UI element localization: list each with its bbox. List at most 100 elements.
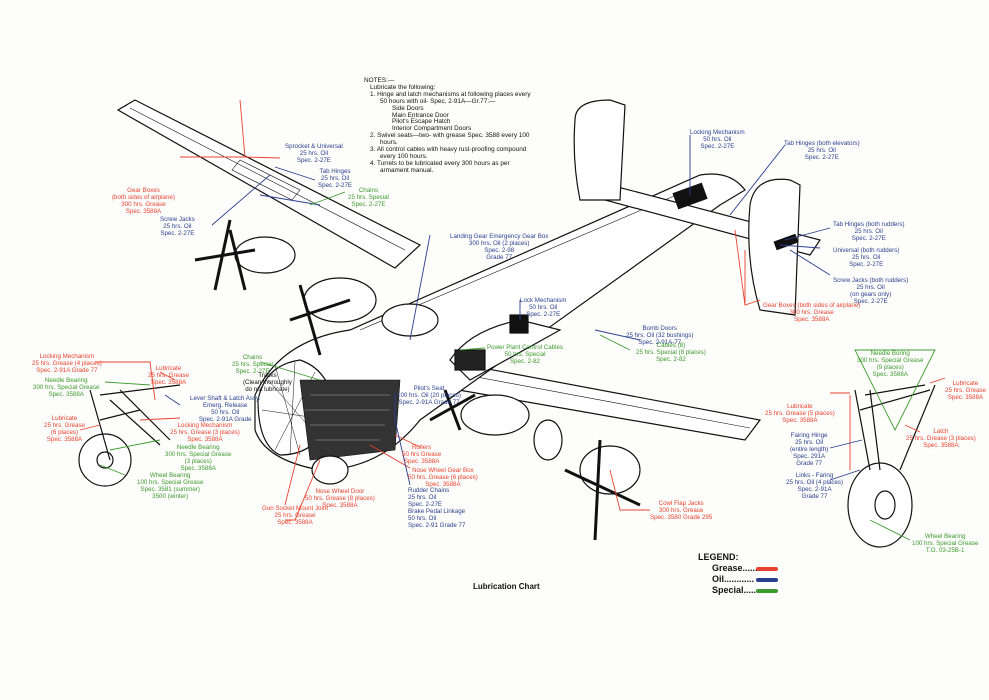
callout-line: Spec. 3588A <box>46 436 83 443</box>
callout-line: Rudder Chains <box>408 487 450 494</box>
callout-line: Gun Socket Mount Joint <box>262 505 329 512</box>
callout-line: 25 hrs. Oil <box>852 254 881 261</box>
callout-line: Spec. 2-91A Grade 77 <box>36 367 98 374</box>
callout-line: Chains <box>358 187 379 194</box>
callout-line: Spec. 2-27E <box>351 201 386 208</box>
callout-line: Spec. 2-27E <box>804 154 839 161</box>
callout-line: Spec. 3588A <box>947 394 984 401</box>
callout-line: Lubricate <box>155 365 182 372</box>
callout-line: Chains <box>242 354 263 361</box>
callout-line: Spec. 2-98 <box>484 247 515 254</box>
callout-line: 25 hrs. Oil <box>807 147 836 154</box>
note-item: hours. <box>380 139 398 147</box>
legend-label: Oil............ <box>712 574 755 584</box>
callout-line: 300 hrs. Grease <box>789 309 834 316</box>
callout-line: 25 hrs. Oil <box>299 150 328 157</box>
legend-label: Grease...... <box>712 563 758 573</box>
callout-line: 100 hrs. Special Grease <box>137 479 204 486</box>
callout-line: Lock Mechanism <box>520 297 567 304</box>
callout-line: Latch <box>933 428 949 435</box>
callout-line: Grade 77 <box>801 493 828 500</box>
legend-label: Special..... <box>712 585 757 595</box>
callout-line: Spec. 3588A <box>125 208 162 215</box>
note-item: 2. Swivel seats—two- with grease Spec. 3… <box>370 132 530 140</box>
callout-line: Emerg. Release <box>203 402 248 409</box>
callout-line: Wheel Bearing <box>924 533 966 540</box>
callout-line: Spec. 2-27E <box>526 311 561 318</box>
callout-line: 25 hrs. Grease <box>44 422 85 429</box>
callout-line: Spec. 2-27E <box>849 261 884 268</box>
callout-line: Spec. 3588A <box>872 371 908 378</box>
callout-line: 50 hrs. Oil <box>529 304 558 311</box>
callout-line: Locking Mechanism <box>177 422 233 429</box>
callout-line: Locking Mechanism <box>39 353 95 360</box>
callout-line: Spec. 2-91A Grade 77 <box>398 399 460 406</box>
notes-block: NOTES:— Lubricate the following: 1. Hing… <box>364 77 531 175</box>
callout-line: Fairing Hinge <box>790 432 828 439</box>
callout-line: Spec. 3580 Grade 295 <box>650 514 713 521</box>
special-swatch <box>756 588 778 593</box>
callout-line: Screw Jacks <box>160 216 195 223</box>
callout-line: Links - Faring <box>795 472 834 479</box>
callout-line: 50 hrs. Oil <box>211 409 240 416</box>
callout-line: 25 hrs. Oil <box>408 494 437 501</box>
callout-line: Lever Shaft & Latch Assy. <box>190 395 261 402</box>
callout-line: Spec. 2-27E <box>408 501 443 508</box>
callout-line: Universal (both rudders) <box>833 247 900 254</box>
callout-line: Spec. 3588A <box>180 465 216 472</box>
callout-line: (6 places) <box>50 429 79 436</box>
callout-line: 25 hrs. Oil (32 bushings) <box>626 332 694 339</box>
callout-line: Spec. 2-91A-77 <box>638 339 682 346</box>
legend-item-oil: Oil............ <box>698 574 778 585</box>
note-item: 50 hours with oil- Spec. 2-91A—Gr.77:— <box>380 97 496 105</box>
callout-line: Brake Pedal Linkage <box>408 508 466 515</box>
callout-line: Spec. 3588A <box>277 519 313 526</box>
callout-line: 300 hrs. Oil (2 places) <box>468 240 530 247</box>
callout-line: 300 hrs. Special Grease <box>165 451 232 458</box>
callout-line: Lubricate <box>787 403 813 410</box>
callout-line: Cables (8) <box>656 342 686 349</box>
left-wing <box>116 99 422 269</box>
callout-line: Spec. 291A <box>793 453 826 460</box>
callout-line: Spec. 3588A <box>403 458 440 465</box>
callout-line: 25 hrs. Special <box>232 361 273 368</box>
callout-line: Spec. 3588A <box>793 316 830 323</box>
callout-line: 50 hrs Grease <box>402 451 442 458</box>
callout-line: Sprocket & Universal <box>285 143 343 150</box>
callout-line: 25 hrs. Oil <box>856 284 885 291</box>
notes-heading: NOTES:— <box>364 77 395 84</box>
callout-line: Tracks <box>258 372 277 379</box>
callout-line: Spec. 2-82 <box>510 358 540 365</box>
note-item: Main Entrance Door <box>392 111 449 119</box>
notes-intro: Lubricate the following: <box>370 83 436 91</box>
callout-line: 25 hrs. Grease (3 places) <box>170 429 240 436</box>
callout-line: 50 hrs. Special <box>504 351 546 358</box>
oil-swatch <box>756 577 778 582</box>
callout-line: Spec. 3588A <box>923 442 959 449</box>
callout-line: Screw Jacks (both rudders) <box>833 277 909 284</box>
note-item: 4. Turrets to be lubricated every 300 ho… <box>370 159 510 167</box>
